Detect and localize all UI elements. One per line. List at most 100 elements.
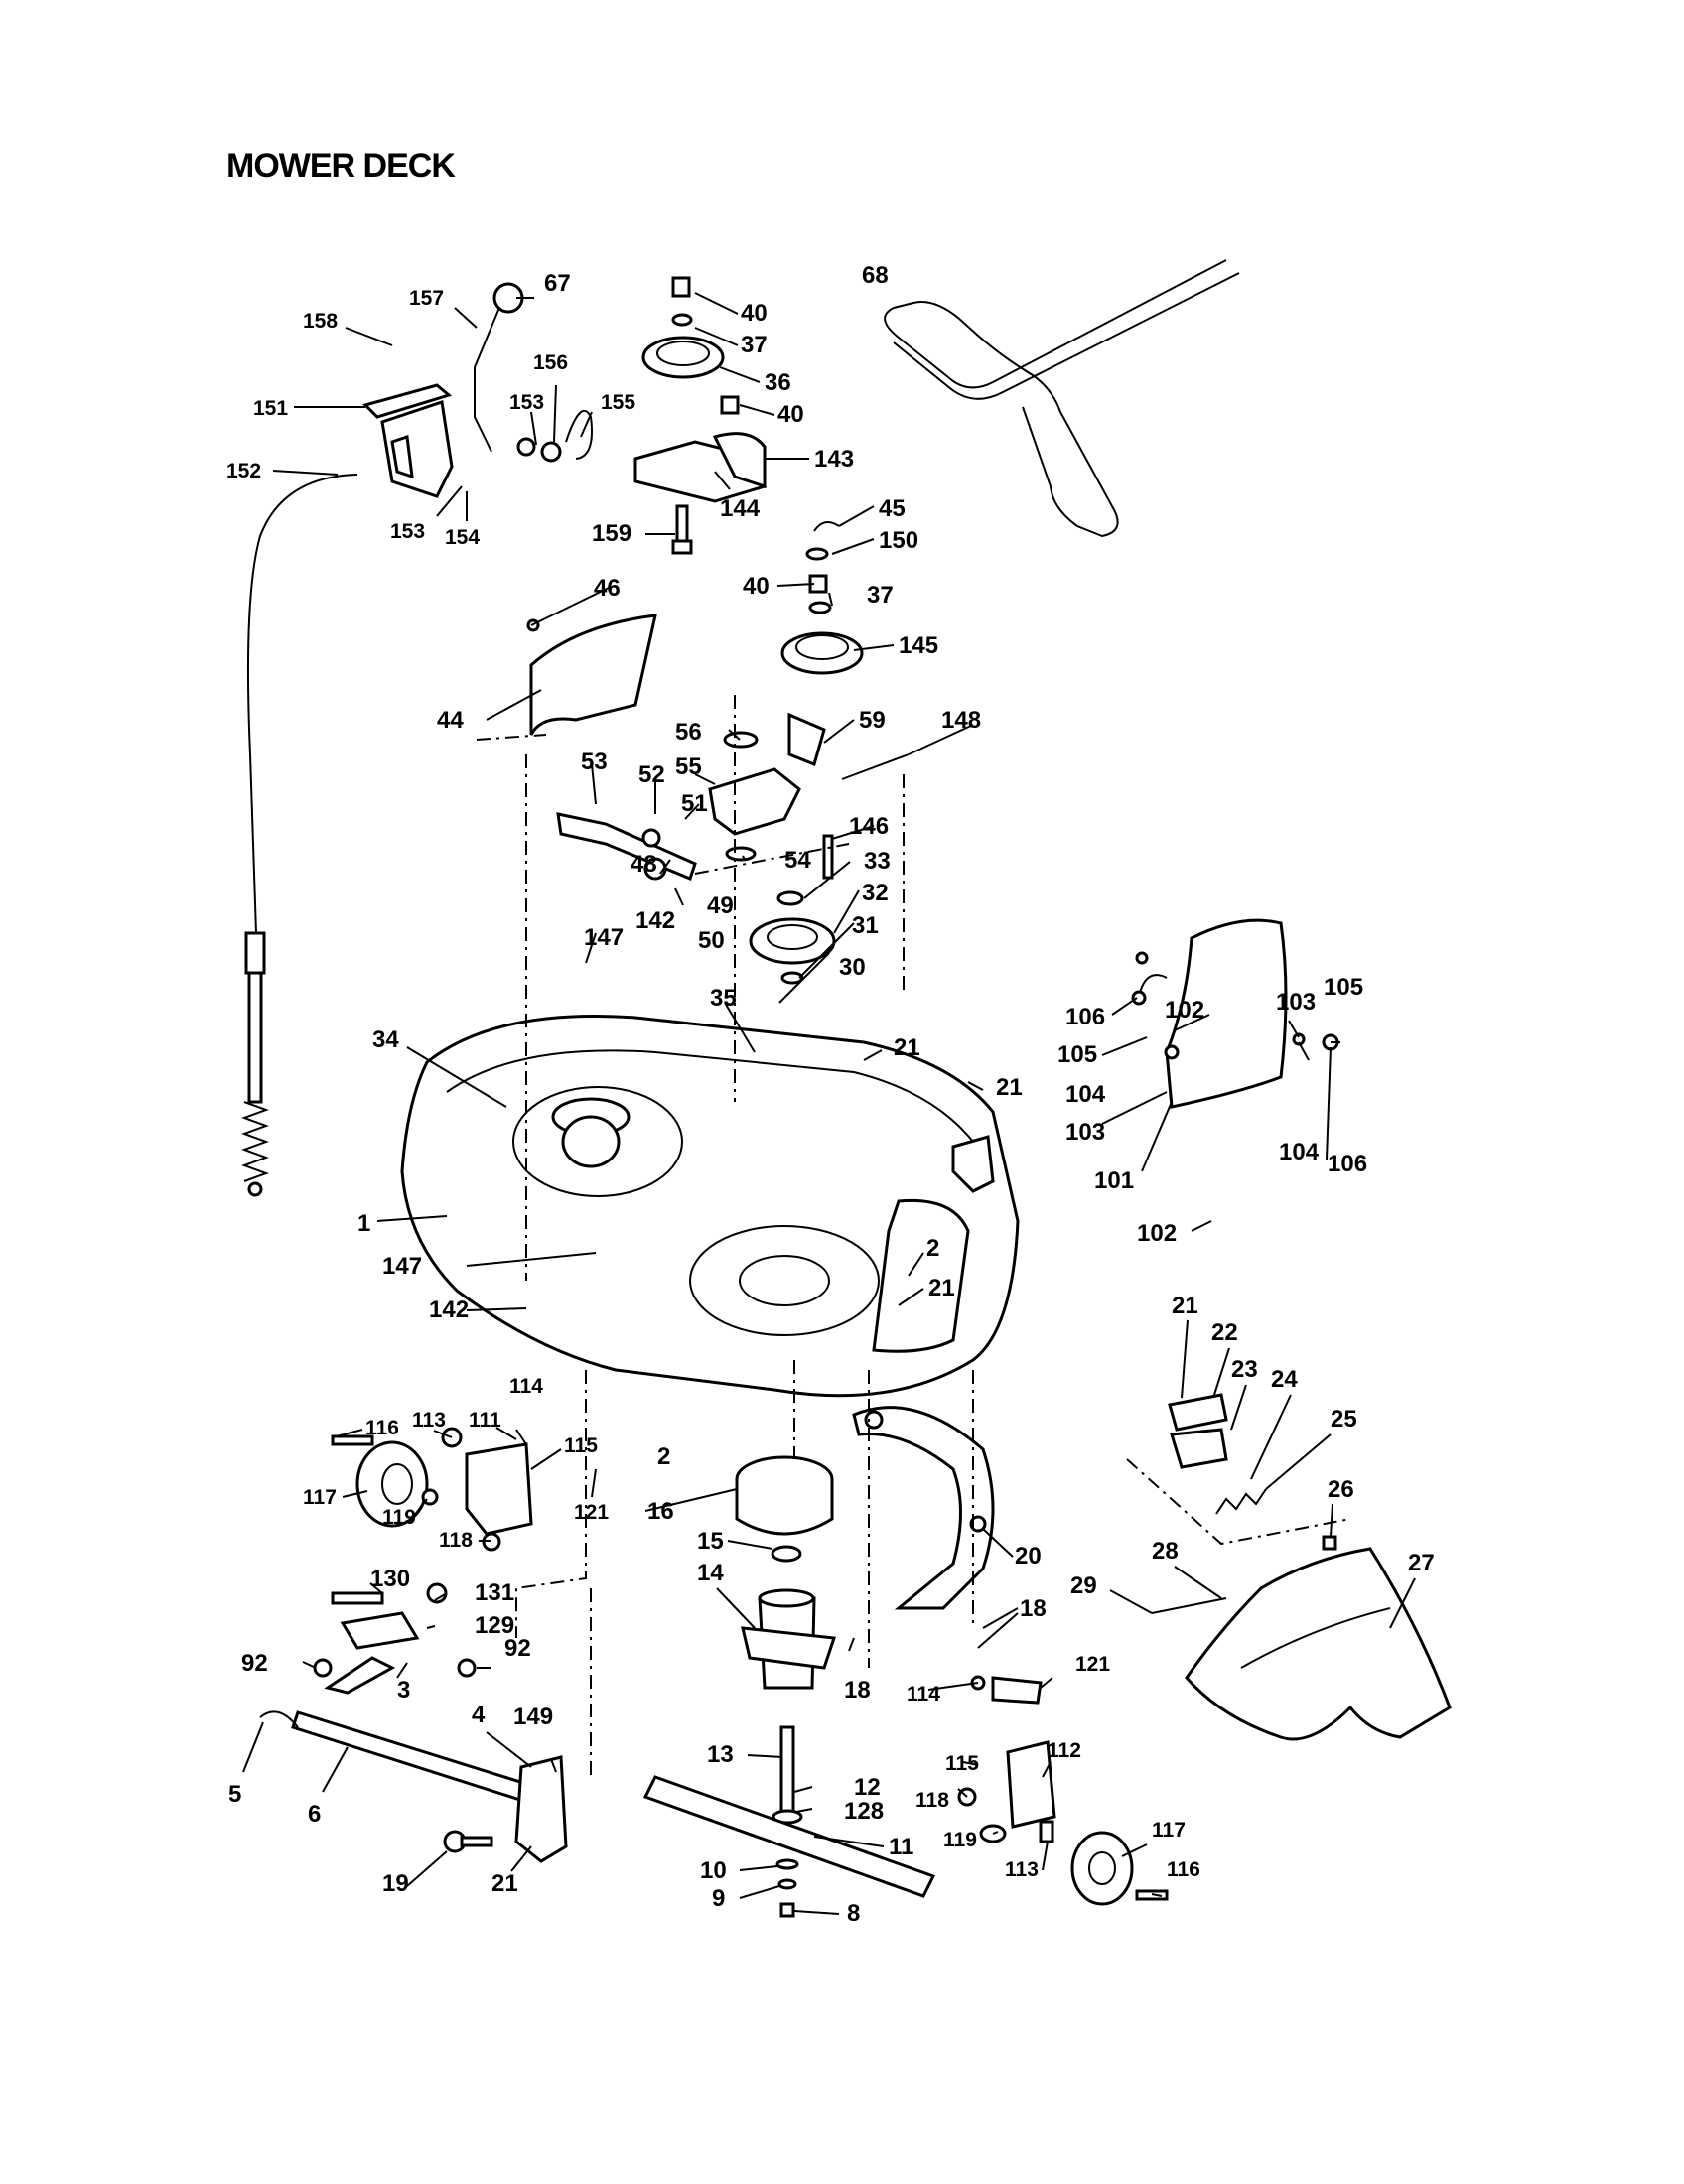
callout-116-b: 116	[1167, 1858, 1200, 1881]
callout-114-a: 114	[509, 1375, 543, 1398]
callout-113-a: 113	[412, 1409, 446, 1432]
callout-28: 28	[1152, 1538, 1179, 1565]
callout-22: 22	[1211, 1319, 1238, 1346]
callout-116-a: 116	[365, 1417, 399, 1439]
callout-5: 5	[228, 1781, 241, 1808]
callout-49: 49	[707, 892, 734, 919]
callout-148: 148	[941, 707, 981, 734]
callout-131: 131	[475, 1579, 514, 1606]
callout-147-upper: 147	[584, 924, 624, 951]
callout-46: 46	[594, 575, 621, 602]
callout-153-lower: 153	[390, 520, 425, 543]
callout-112: 112	[1048, 1739, 1081, 1762]
callout-143: 143	[814, 446, 854, 473]
idler-assembly-top	[633, 276, 767, 555]
callout-92-a: 92	[241, 1650, 268, 1677]
callout-11: 11	[889, 1834, 913, 1860]
callout-92-b: 92	[504, 1635, 531, 1662]
callout-35: 35	[710, 985, 737, 1012]
mower-deck-1	[400, 1014, 1020, 1398]
callout-151: 151	[253, 397, 288, 420]
callout-117-a: 117	[303, 1486, 337, 1509]
callout-156: 156	[533, 351, 568, 374]
callout-111: 111	[469, 1409, 501, 1432]
callout-14: 14	[697, 1560, 724, 1586]
callout-157: 157	[409, 287, 444, 310]
callout-67: 67	[544, 270, 571, 297]
callout-159: 159	[592, 520, 632, 547]
callout-128: 128	[844, 1798, 884, 1825]
callout-20: 20	[1015, 1543, 1042, 1570]
callout-26: 26	[1328, 1476, 1354, 1503]
callout-2-a: 2	[926, 1235, 939, 1262]
callout-44: 44	[437, 707, 464, 734]
rail-20	[852, 1406, 995, 1610]
callout-158: 158	[303, 310, 338, 333]
callout-24: 24	[1271, 1366, 1298, 1393]
callout-105-b: 105	[1057, 1041, 1097, 1068]
discharge-chute-101	[1131, 918, 1339, 1109]
callout-37-a: 37	[741, 332, 768, 358]
callout-21-d: 21	[1172, 1293, 1198, 1319]
callout-142-upper: 142	[635, 907, 675, 934]
callout-145: 145	[899, 632, 938, 659]
callout-149: 149	[513, 1704, 553, 1730]
callout-33: 33	[864, 848, 891, 875]
pulley-145-stack	[780, 521, 864, 675]
callout-121-a: 121	[574, 1501, 609, 1524]
callout-45: 45	[879, 495, 906, 522]
callout-30: 30	[839, 954, 866, 981]
callout-104-b: 104	[1279, 1139, 1320, 1165]
callout-25: 25	[1331, 1406, 1357, 1433]
page-title: MOWER DECK	[226, 147, 456, 185]
callout-37-b: 37	[867, 582, 894, 609]
callout-130: 130	[370, 1566, 410, 1592]
callout-40-a: 40	[741, 300, 768, 327]
callout-118-a: 118	[439, 1529, 473, 1552]
callout-103-b: 103	[1065, 1119, 1105, 1146]
callout-2-b: 2	[657, 1443, 670, 1470]
callout-153-upper: 153	[509, 391, 544, 414]
callout-12: 12	[854, 1774, 881, 1801]
callout-117-b: 117	[1152, 1819, 1186, 1842]
callout-31: 31	[852, 912, 879, 939]
callout-18-a: 18	[1020, 1595, 1047, 1622]
callout-10: 10	[700, 1857, 727, 1884]
belt-68	[884, 259, 1240, 538]
callout-23: 23	[1231, 1356, 1258, 1383]
callout-154: 154	[445, 526, 480, 549]
pulley-32	[749, 890, 836, 985]
callout-106-a: 106	[1065, 1004, 1105, 1030]
callout-19: 19	[382, 1870, 409, 1897]
callout-52: 52	[638, 761, 665, 788]
callout-48: 48	[631, 851, 657, 878]
callout-53: 53	[581, 749, 608, 775]
callout-40-c: 40	[743, 573, 770, 600]
belt-guard-44	[526, 614, 657, 736]
callout-147-lower: 147	[382, 1253, 422, 1280]
callout-50: 50	[698, 927, 725, 954]
front-wheel-right	[957, 1675, 1169, 1906]
callout-21-a: 21	[894, 1034, 920, 1061]
callout-144: 144	[720, 495, 761, 522]
callout-16: 16	[647, 1498, 674, 1525]
callout-118-b: 118	[915, 1789, 949, 1812]
callout-119-a: 119	[382, 1506, 416, 1529]
callout-27: 27	[1408, 1550, 1435, 1576]
callout-32: 32	[862, 880, 889, 906]
callout-129: 129	[475, 1612, 514, 1639]
spindle-assembly	[642, 1455, 936, 1918]
callout-59: 59	[859, 707, 886, 734]
callout-13: 13	[707, 1741, 734, 1768]
callout-3: 3	[397, 1677, 410, 1704]
callout-labels: 67 157 158 151 15 2 156 153 155 153 154 4…	[226, 262, 1435, 1927]
callout-54: 54	[784, 847, 811, 874]
callout-40-b: 40	[777, 401, 804, 428]
callout-105-a: 105	[1324, 974, 1363, 1001]
alignment-lines	[476, 695, 1351, 1777]
callout-56: 56	[675, 719, 702, 746]
callout-4: 4	[472, 1702, 486, 1728]
callout-15: 15	[697, 1528, 724, 1555]
callout-150: 150	[879, 527, 918, 554]
callout-155: 155	[601, 391, 635, 414]
